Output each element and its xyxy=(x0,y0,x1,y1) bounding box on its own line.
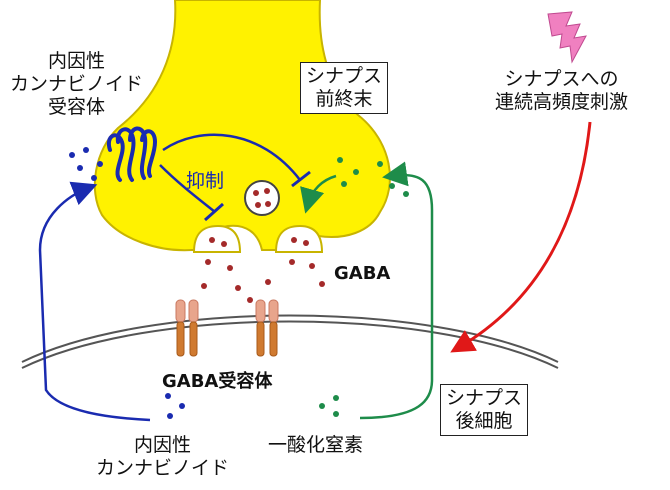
lightning-icon xyxy=(547,11,587,64)
no-arrow-inner xyxy=(300,174,337,214)
inhibition-label: 抑制 xyxy=(186,170,225,192)
presynaptic-terminal xyxy=(93,0,391,252)
release-site-right xyxy=(274,224,324,253)
endocannabinoid-label: 内因性 カンナビノイド xyxy=(96,434,230,479)
vesicle-gaba-dot xyxy=(264,188,270,194)
synaptic-vesicle xyxy=(244,180,280,216)
vesicle-gaba-dot xyxy=(253,190,259,196)
cannabinoid-receptor-icon xyxy=(106,126,158,182)
nitric-oxide-label: 一酸化窒素 xyxy=(268,434,364,456)
nitric-oxide-arrow xyxy=(359,161,434,420)
cannabinoid-receptor-label: 内因性 カンナビノイド 受容体 xyxy=(10,50,144,118)
gaba-receptor-icon xyxy=(255,299,279,357)
gaba-label: GABA xyxy=(334,263,391,284)
vesicle-gaba-dot xyxy=(265,201,271,207)
endocannabinoid-arrow xyxy=(38,181,151,422)
released-gaba xyxy=(201,237,325,303)
endocannabinoid-dots-top xyxy=(69,147,103,181)
stimulation-label: シナプスへの 連続高頻度刺激 xyxy=(495,68,629,113)
endocannabinoid-dots-bottom xyxy=(165,393,185,419)
presynaptic-terminal-label: シナプス 前終末 xyxy=(300,62,389,114)
vesicle-gaba-dot xyxy=(255,202,261,208)
inhibition-line-lower xyxy=(159,164,216,213)
stimulation-arrow xyxy=(450,121,592,353)
gaba-receptor-label: GABA受容体 xyxy=(162,371,273,392)
postsynaptic-cell-label: シナプス 後細胞 xyxy=(440,384,529,436)
nitric-oxide-dots-bottom xyxy=(319,395,339,417)
release-site-left xyxy=(192,224,242,253)
postsynaptic-membrane xyxy=(21,314,559,363)
gaba-receptor-icon xyxy=(175,299,199,357)
inhibition-line-upper xyxy=(162,133,301,181)
